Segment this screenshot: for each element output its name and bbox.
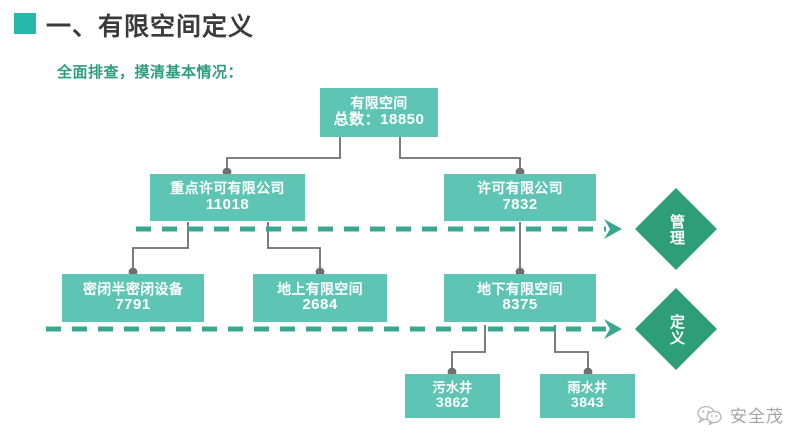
node-above-ground[interactable]: 地上有限空间 2684 xyxy=(253,274,387,322)
node-licensed[interactable]: 许可有限公司 7832 xyxy=(444,174,596,221)
node-key-licensed-label: 重点许可有限公司 xyxy=(170,180,285,197)
node-under-ground-label: 地下有限空间 xyxy=(477,280,563,297)
node-under-ground[interactable]: 地下有限空间 8375 xyxy=(444,274,596,322)
node-licensed-label: 许可有限公司 xyxy=(477,180,563,197)
edge-total-to-key-licensed xyxy=(226,137,341,172)
node-under-ground-value: 8375 xyxy=(502,296,538,314)
node-key-licensed[interactable]: 重点许可有限公司 11018 xyxy=(150,174,305,221)
square-bullet-icon xyxy=(14,13,36,34)
node-rain-well-value: 3843 xyxy=(570,394,605,411)
node-rain-well[interactable]: 雨水井 3843 xyxy=(540,374,635,418)
node-sealed-equipment-label: 密闭半密闭设备 xyxy=(82,280,184,297)
node-total[interactable]: 有限空间 总数：18850 xyxy=(320,88,438,137)
node-sewage-well-label: 污水井 xyxy=(432,379,473,395)
subtitle-text: 全面排查，摸清基本情况： xyxy=(57,64,244,81)
node-sealed-equipment-value: 7791 xyxy=(115,296,151,314)
node-key-licensed-value: 11018 xyxy=(205,195,250,213)
dashed-arrow-definition xyxy=(46,319,622,339)
edge-total-to-licensed xyxy=(399,137,521,172)
edge-under-to-sewage xyxy=(451,325,486,372)
node-sewage-well-value: 3862 xyxy=(435,394,470,411)
page-title: 一、有限空间定义 xyxy=(46,13,255,41)
watermark-text: 安全茂 xyxy=(730,407,784,426)
node-above-ground-value: 2684 xyxy=(302,296,338,314)
edge-key-to-above xyxy=(267,222,321,272)
node-licensed-value: 7832 xyxy=(502,195,538,213)
edge-under-to-rain xyxy=(554,325,589,372)
node-above-ground-label: 地上有限空间 xyxy=(277,280,363,297)
node-total-value: 总数：18850 xyxy=(333,110,425,128)
wechat-icon xyxy=(697,405,722,425)
node-sewage-well[interactable]: 污水井 3862 xyxy=(405,374,500,418)
node-sealed-equipment[interactable]: 密闭半密闭设备 7791 xyxy=(62,274,204,322)
dashed-arrow-management xyxy=(136,219,622,239)
node-total-label: 有限空间 xyxy=(350,95,408,112)
node-rain-well-label: 雨水井 xyxy=(567,379,608,395)
edge-key-to-sealed xyxy=(132,222,189,272)
watermark: 安全茂 xyxy=(697,402,784,427)
